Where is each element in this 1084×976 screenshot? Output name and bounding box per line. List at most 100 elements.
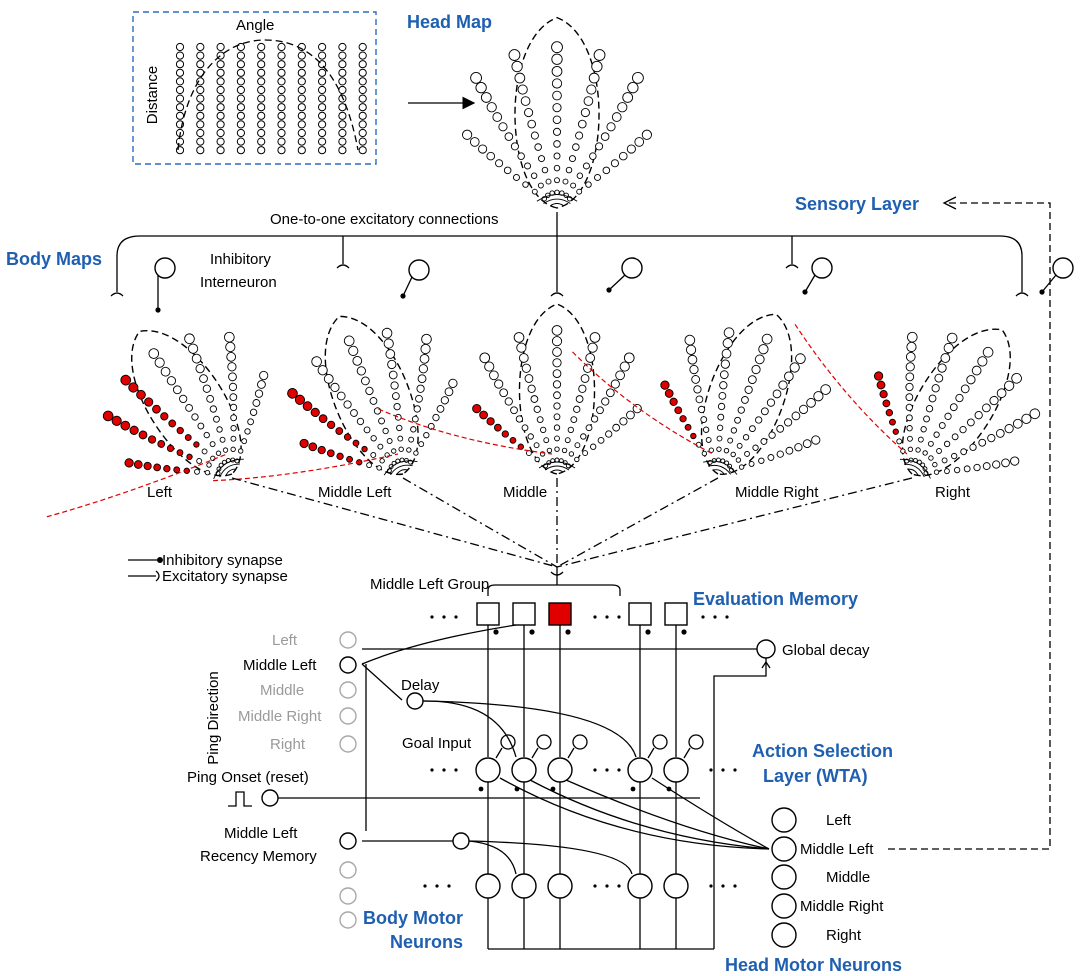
body-map-2-neuron	[564, 437, 571, 444]
grid-neuron	[277, 68, 286, 77]
grid-neuron	[297, 94, 306, 103]
body-map-1-neuron	[436, 405, 445, 413]
body-map-3-neuron	[811, 435, 821, 445]
body-map-3-neuron	[697, 405, 706, 414]
body-map-2-neuron	[513, 332, 525, 343]
body-map-0-arc	[213, 458, 244, 479]
grid-neuron	[318, 42, 327, 52]
grid-neuron	[175, 60, 185, 69]
head-map-neuron	[586, 84, 597, 95]
body-map-3-neuron	[687, 354, 698, 365]
body-map-0-neuron	[138, 430, 148, 440]
wta-to-head-motor	[651, 777, 770, 850]
body-map-4-neuron	[971, 365, 982, 376]
body-map-4-neuron	[907, 446, 914, 453]
body-map-4-neuron	[951, 452, 958, 460]
inhibitory-interneuron-label-2: Interneuron	[200, 274, 277, 291]
grid-neuron	[358, 103, 367, 112]
body-map-4-neuron	[944, 412, 952, 420]
body-map-3-neuron	[693, 385, 702, 394]
body-map-4-arc	[899, 458, 931, 479]
body-map-1-neuron	[365, 386, 374, 396]
body-map-3-neuron	[690, 432, 697, 440]
body-map-3-neuron	[798, 404, 809, 415]
grid-neuron	[175, 85, 185, 95]
body-map-0-neuron	[230, 425, 237, 432]
head-map-neuron	[580, 107, 590, 118]
body-map-0-neuron	[191, 353, 202, 364]
grid-neuron	[297, 77, 306, 86]
body-map-0-neuron	[225, 341, 236, 353]
body-map-4-neuron	[906, 331, 918, 343]
body-map-0-neuron	[185, 404, 193, 412]
evaluation-memory-title: Evaluation Memory	[693, 589, 858, 609]
head-map-arc	[550, 203, 564, 207]
head-map-neuron	[606, 122, 616, 132]
head-motor-label: Middle Right	[800, 898, 884, 915]
body-map-1-neuron	[350, 409, 358, 417]
body-map-3-neuron	[785, 446, 794, 455]
head-map-arc	[536, 194, 578, 202]
body-map-3-neuron	[783, 418, 793, 427]
grid-neuron	[297, 68, 306, 77]
body-map-2-neuron	[573, 405, 581, 413]
recency-memory-neuron	[339, 911, 357, 929]
body-map-1-neuron	[394, 413, 402, 421]
body-map-3-neuron	[695, 441, 702, 448]
body-map-2-neuron	[553, 424, 561, 431]
ping-direction-label: Middle	[260, 682, 304, 699]
body-map-0-neuron	[176, 449, 184, 457]
grid-neuron	[196, 85, 205, 95]
goal-link	[647, 747, 655, 759]
body-map-1-neuron	[343, 335, 355, 347]
body-motor-neuron	[663, 873, 689, 899]
body-map-4-neuron	[940, 353, 951, 363]
head-map-neuron	[617, 102, 628, 113]
interneuron-link	[804, 274, 816, 293]
body-map-1-neuron	[302, 401, 313, 411]
body-map-3-neuron	[691, 375, 701, 384]
body-map-0-neuron	[136, 389, 146, 400]
grid-neuron	[236, 85, 245, 95]
grid-neuron	[257, 51, 266, 60]
head-map-neuron	[498, 122, 508, 132]
body-map-4-neuron	[982, 462, 991, 470]
body-map-2-neuron	[479, 410, 488, 420]
grid-neuron	[216, 146, 225, 155]
body-map-3-neuron	[701, 450, 708, 457]
head-map-neuron	[552, 90, 562, 101]
head-map-neuron	[469, 137, 480, 147]
body-map-4-neuron	[941, 457, 948, 464]
body-map-4-neuron	[905, 352, 916, 362]
inhibitory-terminal	[1039, 289, 1045, 295]
body-map-0-neuron	[215, 450, 222, 456]
body-map-4-neuron	[1012, 418, 1023, 429]
body-map-1-neuron	[352, 439, 360, 447]
body-map-2-neuron	[574, 442, 581, 449]
body-map-3-neuron	[738, 464, 745, 470]
body-map-4-neuron	[1004, 423, 1014, 434]
head-map-neuron	[531, 188, 538, 195]
ping-direction-label: Left	[272, 632, 298, 649]
body-map-0-neuron	[148, 348, 160, 359]
body-map-4-neuron	[882, 399, 891, 408]
body-map-0-neuron	[196, 458, 203, 464]
body-map-3-neuron	[778, 380, 788, 390]
sensory-grid-frame	[132, 11, 377, 165]
body-map-4-neuron	[936, 448, 942, 454]
goal-input-neuron	[536, 734, 552, 750]
body-map-0-neuron	[129, 425, 139, 435]
body-map-0-neuron	[154, 357, 165, 368]
body-map-2-neuron	[626, 410, 635, 420]
body-map-0-neuron	[144, 397, 154, 407]
body-map-0-neuron	[157, 440, 166, 448]
grid-neuron	[196, 77, 205, 86]
head-map-neuron	[588, 72, 600, 84]
head-map-neuron	[576, 188, 583, 195]
excitatory-terminal	[550, 292, 564, 297]
grid-neuron	[277, 94, 286, 103]
head-map-neuron	[538, 155, 546, 163]
body-map-4-neuron	[959, 425, 967, 434]
head-map-neuron	[618, 151, 628, 161]
